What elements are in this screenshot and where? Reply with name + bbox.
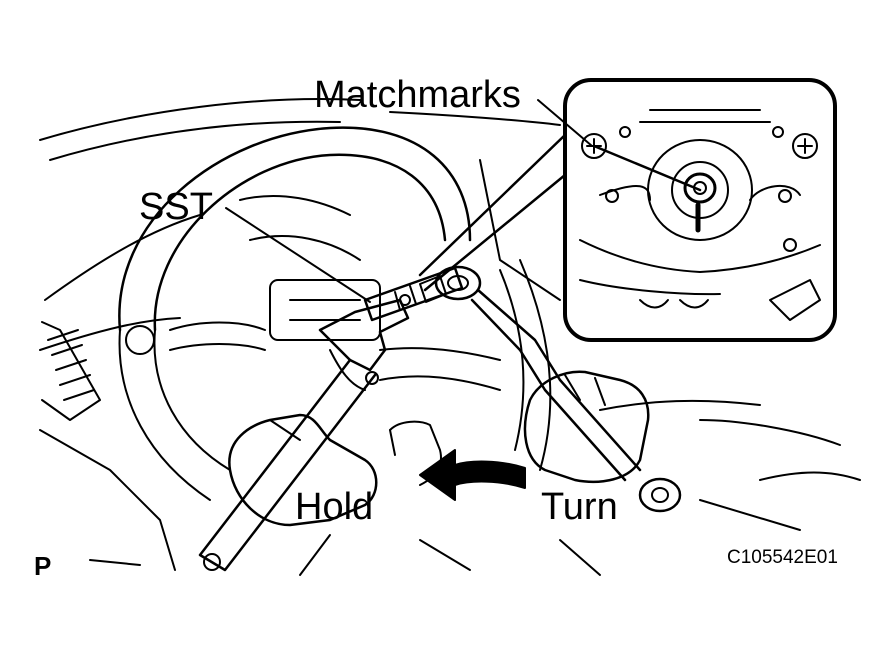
sst-leader-line [225,207,371,303]
counterclockwise-arrow-icon [419,449,526,501]
matchmarks-label: Matchmarks [314,74,521,116]
inset-callout-lines [418,133,567,292]
adjustable-wrench-icon [198,298,410,572]
gloved-hands-icon [228,370,650,527]
turn-label: Turn [541,486,618,528]
matchmarks-leader-line [537,99,593,147]
sst-label: SST [139,186,213,228]
box-end-wrench-icon [434,265,682,513]
figure-code-label: C105542E01 [727,547,838,568]
view-marker-label: P [34,551,52,581]
sst-tool-icon [363,266,464,322]
steering-wheel-icon [118,126,552,501]
hold-label: Hold [295,486,374,528]
dashboard-lines [39,98,861,576]
air-vent-left [41,321,101,421]
detail-inset [563,78,837,342]
